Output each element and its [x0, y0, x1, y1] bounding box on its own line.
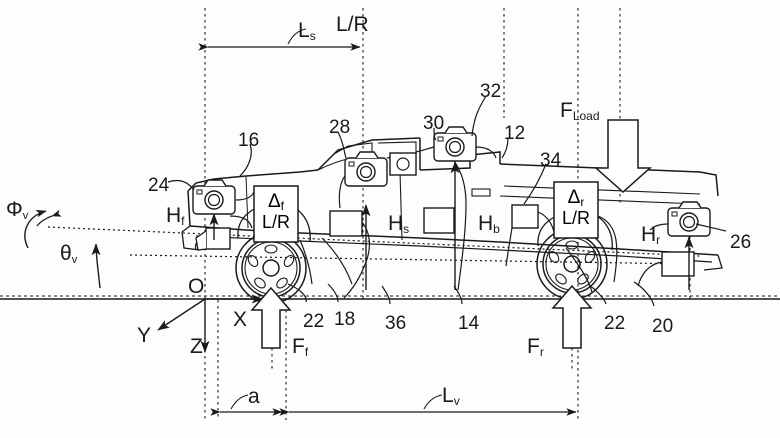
force-label-Fr: Fr [527, 335, 544, 359]
angle-label-phi: Φv [6, 198, 29, 222]
camera-26-rear [667, 201, 711, 237]
ref-24: 24 [148, 175, 170, 196]
front-sensor-bracket [195, 230, 207, 251]
sensor-hb-left [423, 207, 455, 234]
leader-20 [633, 281, 655, 307]
ground-reference-line [0, 295, 780, 300]
ref-20: 20 [652, 316, 674, 337]
camera-30-upper [433, 126, 477, 162]
ref-12: 12 [504, 123, 526, 144]
leader-14 [453, 285, 463, 305]
ref-22-front: 22 [303, 311, 325, 332]
front-suspension-box [253, 185, 299, 243]
dimension-Ls [198, 28, 361, 51]
rear-suspension-box [553, 181, 599, 239]
ref-14: 14 [458, 313, 480, 334]
leader-34 [523, 163, 547, 205]
leader-18 [327, 283, 339, 303]
phi-angle-arc [24, 209, 62, 249]
ref-16: 16 [238, 130, 260, 151]
sensor-hb-right [511, 204, 539, 229]
leader-12 [501, 137, 509, 159]
dimension-Lv [279, 394, 577, 416]
height-measure-arrows [209, 161, 694, 290]
coordinate-axes [157, 294, 264, 353]
vehicle-axis-dotted [47, 226, 701, 265]
F-r-arrow [551, 284, 593, 349]
F-Load-arrow [594, 119, 652, 194]
height-label-Hf: Hf [166, 204, 185, 228]
ref-32: 32 [480, 81, 502, 102]
leader-16 [239, 143, 252, 177]
dimension-label-Ls-LR: L/R [336, 13, 369, 36]
ref-26: 26 [730, 232, 752, 253]
force-label-Ff: Ff [292, 335, 309, 359]
dimension-label-a: a [248, 385, 260, 408]
sensor-hs-left [329, 210, 363, 237]
axis-label-z: Z [190, 335, 203, 358]
ref-22-rear: 22 [604, 313, 626, 334]
camera-28-cabin [344, 151, 388, 187]
camera-24-front [192, 179, 236, 215]
leader-36 [381, 285, 391, 305]
angle-label-theta: θv [60, 242, 78, 266]
dimension-a [210, 394, 283, 416]
leader-24 [167, 179, 195, 191]
ref-34: 34 [540, 150, 562, 171]
height-label-Hr: Hr [641, 223, 661, 247]
leader-22-front [287, 283, 307, 303]
rear-suspension-label: Δr L/R [561, 187, 590, 228]
sensor-cabin-small [389, 152, 417, 176]
ref-36: 36 [385, 313, 407, 334]
origin-label: O [188, 275, 205, 298]
axis-label-y: Y [137, 324, 152, 347]
front-suspension-label: Δf L/R [261, 191, 290, 232]
force-label-FLoad: FLoad [560, 99, 600, 123]
sensor-front-lower [205, 227, 231, 250]
leader-lines [167, 95, 727, 307]
F-f-arrow [250, 286, 292, 349]
leader-32 [471, 95, 487, 137]
dimension-label-Ls: Ls [298, 19, 316, 43]
height-label-Hb: Hb [478, 212, 500, 236]
leader-28 [337, 131, 347, 159]
dimension-label-Lv: Lv [442, 384, 460, 408]
ref-28: 28 [329, 117, 351, 138]
height-label-Hs: Hs [388, 212, 410, 236]
axis-label-x: X [233, 308, 248, 331]
ref-18: 18 [334, 309, 356, 330]
ref-30: 30 [423, 113, 445, 134]
leader-30 [433, 127, 437, 141]
theta-angle-arc [91, 243, 101, 289]
leader-22-rear [587, 283, 607, 305]
leader-26 [695, 223, 727, 232]
